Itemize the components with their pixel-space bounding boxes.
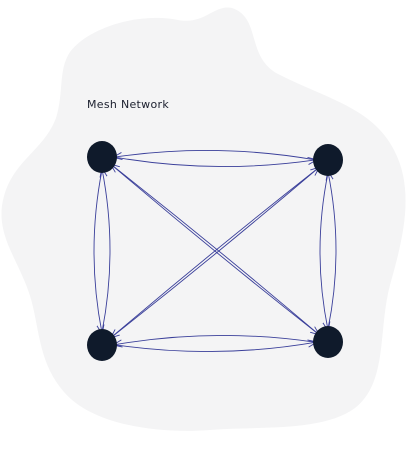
edge-n4-to-n3 [114, 335, 316, 344]
edge-n3-to-n2 [111, 168, 319, 338]
edge-n2-to-n4 [319, 172, 328, 330]
diagram-title: Mesh Network [87, 98, 169, 111]
edge-n4-to-n1 [111, 165, 319, 335]
edge-n1-to-n2 [114, 156, 316, 168]
node-bottom-left[interactable] [87, 329, 117, 361]
edge-n2-to-n1 [114, 149, 316, 161]
edge-n4-to-n2 [328, 172, 337, 330]
background-blob [1, 7, 406, 431]
edge-n3-to-n1 [102, 169, 111, 333]
edge-n3-to-n4 [114, 342, 316, 352]
edges-layer [93, 149, 337, 352]
node-top-right[interactable] [313, 144, 343, 176]
node-bottom-right[interactable] [313, 326, 343, 358]
edge-n2-to-n3 [111, 167, 319, 337]
node-top-left[interactable] [87, 141, 117, 173]
edge-n1-to-n3 [93, 169, 102, 333]
nodes-layer [87, 141, 343, 361]
